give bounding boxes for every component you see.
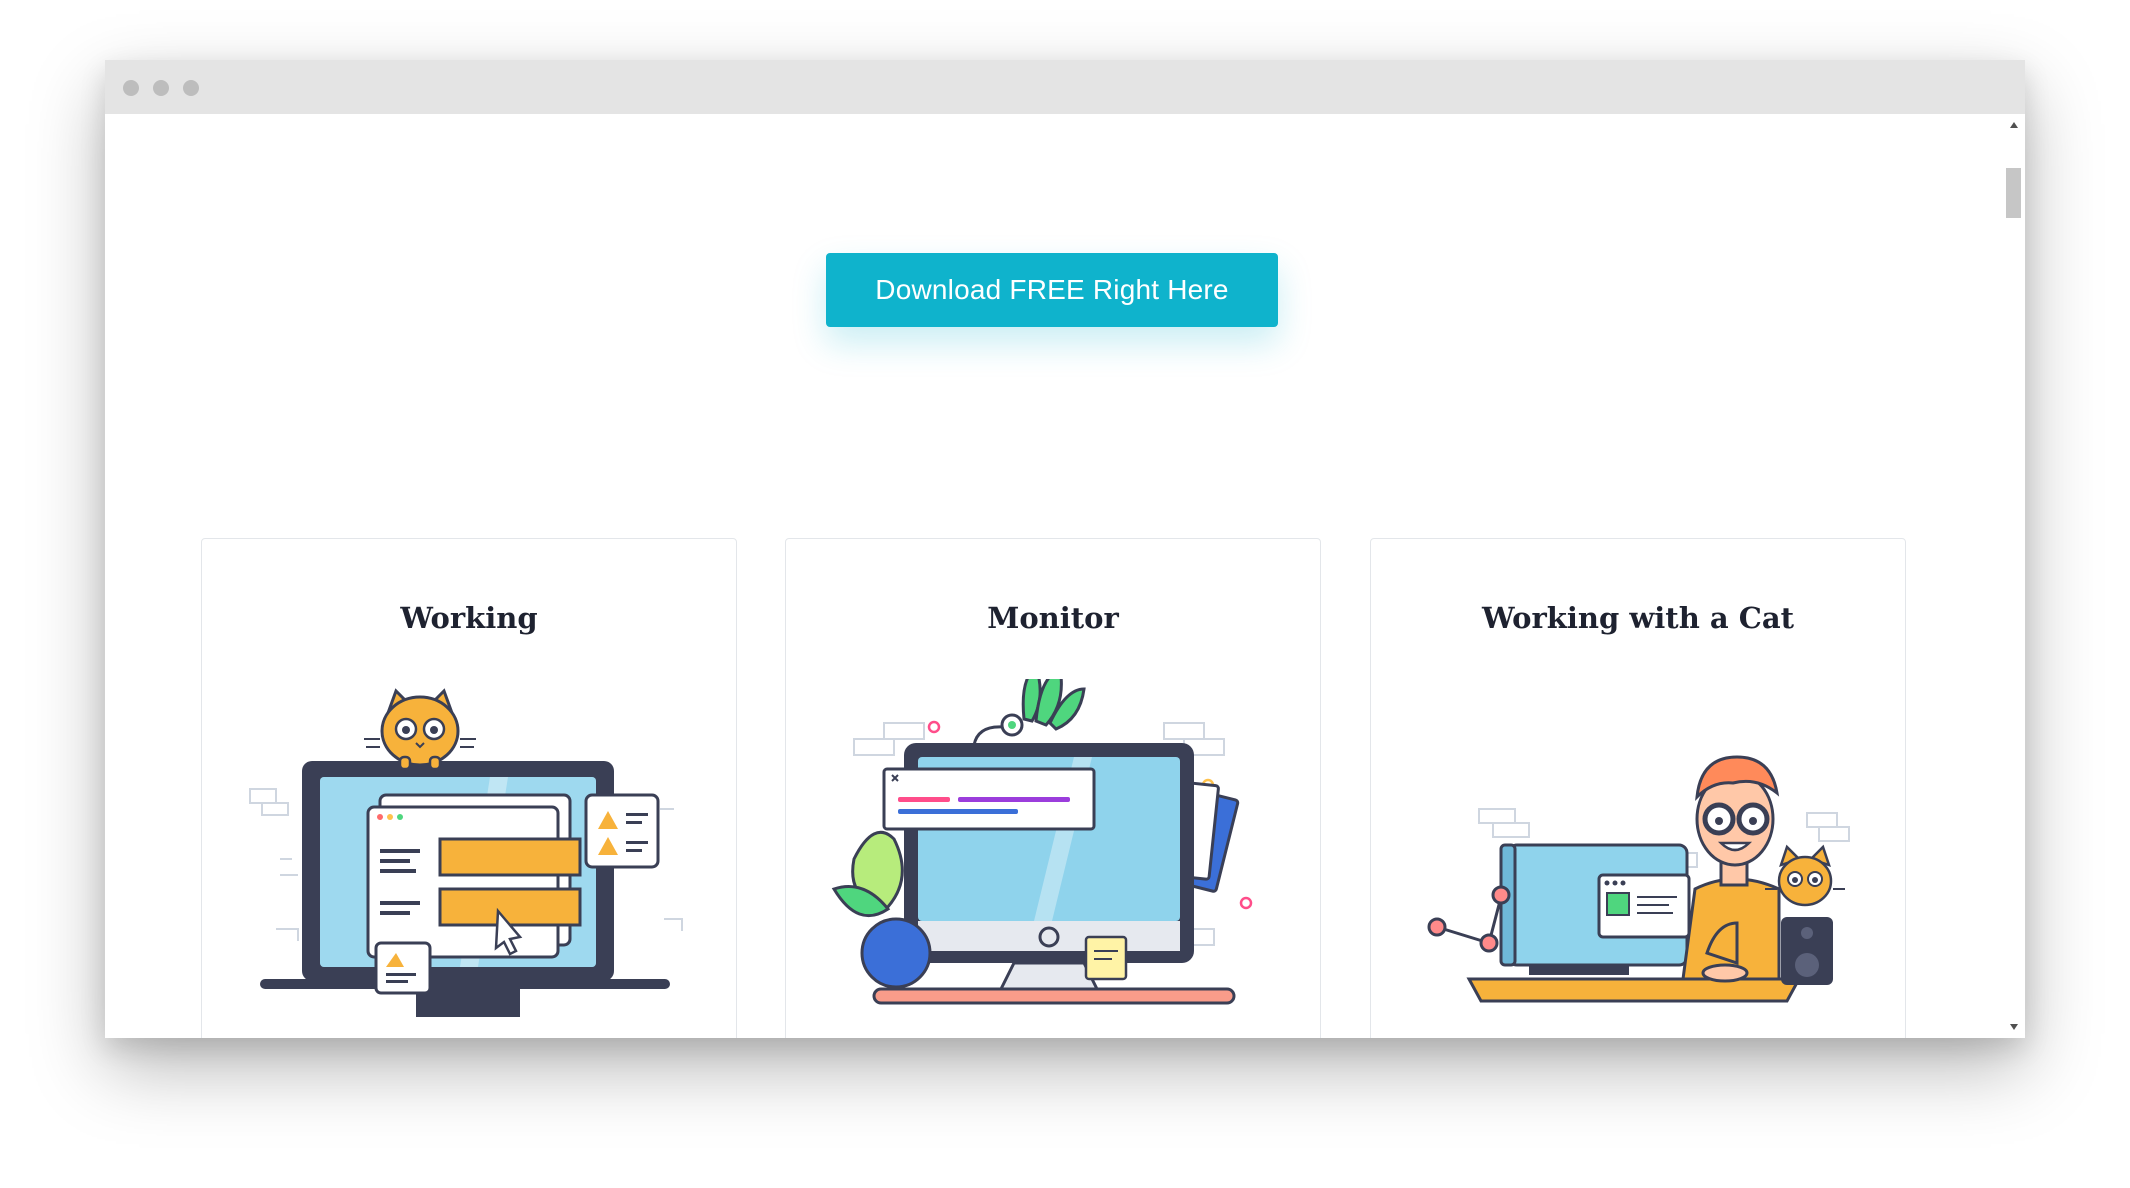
card-title: Working (400, 601, 538, 635)
card-working[interactable]: Working (201, 538, 737, 1038)
card-title: Working with a Cat (1481, 601, 1795, 635)
window-minimize-dot[interactable] (153, 80, 169, 96)
plant-icon (1021, 679, 1086, 731)
window-close-dot[interactable] (123, 80, 139, 96)
download-free-button[interactable]: Download FREE Right Here (826, 253, 1278, 327)
vertical-scrollbar[interactable] (2002, 114, 2025, 1038)
cat-icon (364, 688, 476, 771)
cat-icon (1765, 844, 1845, 907)
card-title: Monitor (987, 601, 1119, 635)
scroll-up-arrow-icon[interactable] (2002, 114, 2025, 136)
window-titlebar (105, 60, 2025, 114)
scroll-thumb[interactable] (2006, 168, 2021, 218)
desktop-monitor-with-plants-illustration (831, 679, 1253, 1005)
card-monitor[interactable]: Monitor (785, 538, 1321, 1038)
scroll-down-arrow-icon[interactable] (2002, 1016, 2025, 1038)
connection-nodes-icon (1427, 885, 1511, 953)
man-avatar-icon (1681, 755, 1781, 983)
page-viewport: Download FREE Right Here Working (105, 114, 2002, 1038)
window-maximize-dot[interactable] (183, 80, 199, 96)
laptop-with-cat-illustration (249, 688, 683, 1017)
man-at-desk-with-cat-illustration (1427, 755, 1850, 1003)
browser-window: Download FREE Right Here Working (105, 60, 2025, 1038)
card-working-with-a-cat[interactable]: Working with a Cat (1370, 538, 1906, 1038)
